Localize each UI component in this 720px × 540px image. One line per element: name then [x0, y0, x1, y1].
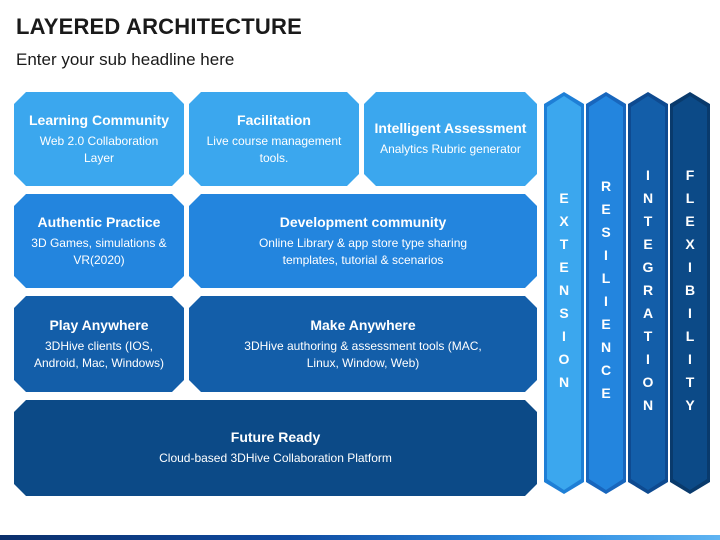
block-description: 3D Games, simulations & VR(2020): [31, 235, 167, 267]
block-development-community: Development community Online Library & a…: [189, 194, 537, 288]
pillar-resilience: RESILIENCE: [586, 92, 626, 494]
block-title: Intelligent Assessment: [374, 120, 527, 136]
block-description: Cloud-based 3DHive Collaboration Platfor…: [159, 451, 392, 465]
block-title: Play Anywhere: [49, 316, 149, 333]
pillar-label: FLEXIBILITY: [682, 166, 698, 420]
block-authentic-practice: Authentic Practice 3D Games, simulations…: [14, 194, 184, 288]
block-facilitation: Facilitation Live course management tool…: [189, 92, 359, 186]
block-description: Web 2.0 Collaboration Layer: [39, 133, 159, 165]
pillar-integration: INTEGRATION: [628, 92, 668, 494]
page-title: LAYERED ARCHITECTURE: [16, 14, 302, 39]
pillar-flexibility: FLEXIBILITY: [670, 92, 710, 494]
block-title: Facilitation: [237, 111, 311, 128]
block-title: Development community: [279, 213, 447, 230]
block-intelligent-assessment: Intelligent Assessment Analytics Rubric …: [364, 92, 537, 186]
block-description: 3DHive authoring & assessment tools (MAC…: [244, 338, 482, 370]
pillar-extension: EXTENSION: [544, 92, 584, 494]
block-description: Live course management tools.: [206, 133, 342, 165]
block-play-anywhere: Play Anywhere 3DHive clients (IOS, Andro…: [14, 296, 184, 392]
block-title: Learning Community: [28, 111, 169, 128]
pillar-label: INTEGRATION: [640, 166, 656, 420]
block-future-ready: Future Ready Cloud-based 3DHive Collabor…: [14, 400, 537, 496]
block-description: Online Library & app store type sharing …: [258, 235, 468, 267]
pillar-label: RESILIENCE: [598, 178, 614, 408]
page-subtitle: Enter your sub headline here: [16, 50, 235, 69]
block-learning-community: Learning Community Web 2.0 Collaboration…: [14, 92, 184, 186]
block-title: Future Ready: [230, 429, 321, 445]
pillar-label: EXTENSION: [556, 189, 572, 397]
block-description: 3DHive clients (IOS, Android, Mac, Windo…: [33, 338, 165, 370]
block-make-anywhere: Make Anywhere 3DHive authoring & assessm…: [189, 296, 537, 392]
block-title: Authentic Practice: [37, 213, 161, 230]
block-title: Make Anywhere: [310, 316, 416, 333]
block-description: Analytics Rubric generator: [380, 142, 521, 156]
footer-gradient-bar: [0, 535, 720, 540]
